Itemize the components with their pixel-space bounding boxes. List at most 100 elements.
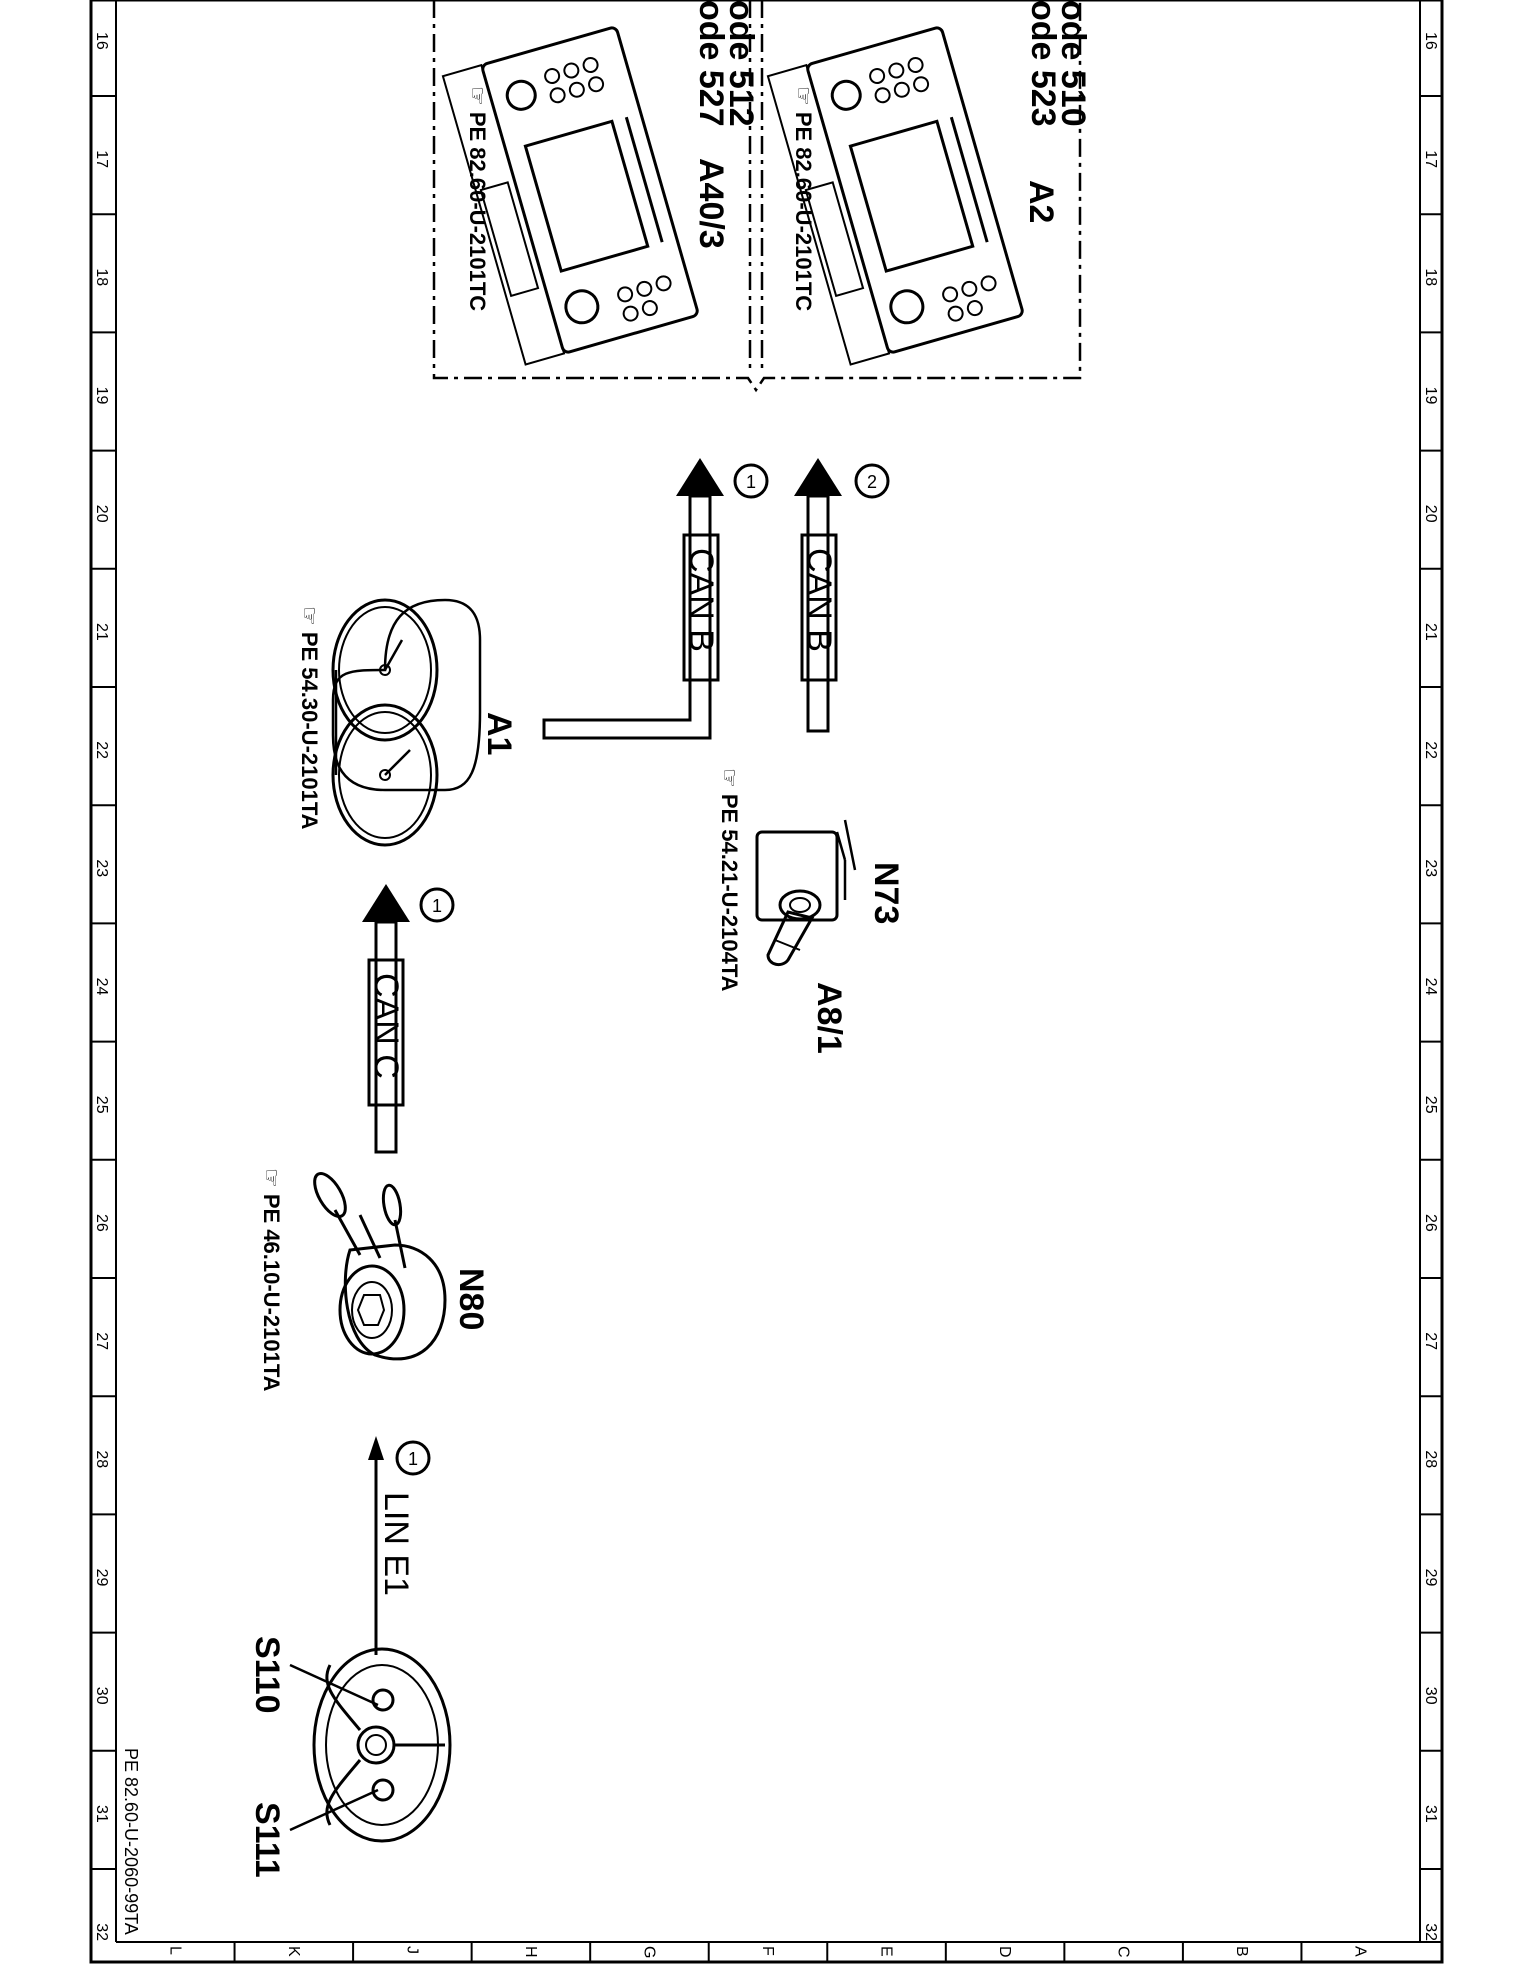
column-letter: G xyxy=(640,1946,657,1958)
row-number: 24 xyxy=(1422,978,1439,996)
steering-wheel: S110 S111 xyxy=(248,1636,452,1878)
a2-reference: ☞ PE 82.60-U-2101TC xyxy=(791,86,816,311)
row-number: 18 xyxy=(1422,268,1439,286)
row-number: 28 xyxy=(93,1450,110,1468)
a40-3-code-2: ode 527 xyxy=(692,0,730,127)
row-number: 23 xyxy=(1422,859,1439,877)
row-number: 31 xyxy=(93,1805,110,1823)
a2-label: A2 xyxy=(1022,180,1060,223)
row-number: 18 xyxy=(93,268,110,286)
row-number: 20 xyxy=(93,505,110,523)
row-number: 17 xyxy=(1422,150,1439,168)
n80-steering-column-module: N80 ☞ PE 46.10-U-2101TA xyxy=(259,1168,490,1392)
a1-instrument-cluster: A1 ☞ PE 54.30-U-2101TA xyxy=(297,598,518,847)
lin-e1-label: LIN E1 xyxy=(377,1492,415,1596)
can-b-2-label: CAN B xyxy=(800,548,838,652)
a40-3-device-drawing xyxy=(441,26,699,366)
lin-e1-marker xyxy=(395,1440,431,1476)
row-number: 26 xyxy=(93,1214,110,1232)
can-c-marker-number: 1 xyxy=(432,896,442,916)
a40-3-label: A40/3 xyxy=(692,158,730,249)
can-b-bus-2: CAN B 2 xyxy=(794,458,890,733)
a1-reference: ☞ PE 54.30-U-2101TA xyxy=(297,606,322,830)
column-letter: J xyxy=(403,1946,420,1954)
can-b-1-arrow xyxy=(676,458,724,496)
a2-code-2: ode 523 xyxy=(1024,0,1062,127)
row-number: 25 xyxy=(93,1096,110,1114)
column-letter: L xyxy=(166,1946,183,1955)
row-number: 28 xyxy=(1422,1450,1439,1468)
can-b-1-marker-number: 1 xyxy=(746,472,756,492)
column-letter: C xyxy=(1115,1946,1132,1958)
row-number: 26 xyxy=(1422,1214,1439,1232)
row-number: 20 xyxy=(1422,505,1439,523)
n80-reference: ☞ PE 46.10-U-2101TA xyxy=(259,1168,284,1392)
can-b-1-marker xyxy=(733,463,769,499)
row-number: 19 xyxy=(93,387,110,405)
lin-e1-arrow xyxy=(368,1436,384,1460)
can-b-2-arrow xyxy=(794,458,842,496)
can-b-bus-1: CAN B 1 xyxy=(542,458,769,740)
a40-3-code-1: ode 512 xyxy=(722,0,760,127)
n73-reference: ☞ PE 54.21-U-2104TA xyxy=(717,768,742,992)
can-b-2-marker xyxy=(854,463,890,499)
row-number: 27 xyxy=(93,1332,110,1350)
row-number: 21 xyxy=(1422,623,1439,641)
column-letter: H xyxy=(522,1946,539,1958)
row-number: 31 xyxy=(1422,1805,1439,1823)
row-number: 23 xyxy=(93,859,110,877)
lin-e1-marker-number: 1 xyxy=(408,1449,418,1469)
can-b-1-label: CAN B xyxy=(682,548,720,652)
a1-label: A1 xyxy=(480,712,518,755)
n80-label: N80 xyxy=(452,1268,490,1330)
a2-code-1: ode 510 xyxy=(1054,0,1092,127)
a2-device-drawing xyxy=(766,26,1024,366)
can-c-label-box xyxy=(367,958,405,1107)
s110-button xyxy=(371,1688,395,1712)
row-number: 16 xyxy=(93,32,110,50)
column-letter: E xyxy=(878,1946,895,1957)
row-number: 30 xyxy=(93,1687,110,1705)
can-c-arrow xyxy=(362,884,410,922)
drawing-number: PE 82.60-U-2060-99TA xyxy=(121,1748,141,1935)
row-number: 29 xyxy=(1422,1569,1439,1587)
row-number: 17 xyxy=(93,150,110,168)
n73-ignition-switch: N73 A8/1 ☞ PE 54.21-U-2104TA xyxy=(717,768,905,1054)
row-number: 29 xyxy=(93,1569,110,1587)
row-number: 19 xyxy=(1422,387,1439,405)
column-letter: D xyxy=(996,1946,1013,1958)
column-letter: B xyxy=(1233,1946,1250,1957)
head-unit-group: ode 512 ode 527 A40/3 ☞ PE 82.60-U-2101T… xyxy=(432,0,1092,393)
lin-e1-bus: LIN E1 1 xyxy=(368,1436,431,1655)
n73-label: N73 xyxy=(867,862,905,924)
row-number: 16 xyxy=(1422,32,1439,50)
s111-button xyxy=(371,1778,395,1802)
s111-label: S111 xyxy=(248,1802,286,1878)
drawing-frame xyxy=(89,0,1444,1964)
a40-3-reference: ☞ PE 82.60-U-2101TC xyxy=(465,86,490,311)
row-number: 30 xyxy=(1422,1687,1439,1705)
column-letter: F xyxy=(759,1946,776,1956)
row-number: 32 xyxy=(1422,1923,1439,1941)
can-b-2-marker-number: 2 xyxy=(867,472,877,492)
row-number: 32 xyxy=(93,1923,110,1941)
can-c-label: CAN C xyxy=(367,973,405,1079)
row-number: 22 xyxy=(93,741,110,759)
column-letter: A xyxy=(1352,1946,1369,1957)
row-number: 27 xyxy=(1422,1332,1439,1350)
s110-label: S110 xyxy=(248,1636,286,1714)
can-b-1-label-box xyxy=(682,533,720,682)
can-c-bus: CAN C 1 xyxy=(362,884,455,1154)
row-number: 24 xyxy=(93,978,110,996)
row-number: 21 xyxy=(93,623,110,641)
option-bracket xyxy=(432,0,1082,393)
a8-1-label: A8/1 xyxy=(810,982,848,1054)
row-number: 22 xyxy=(1422,741,1439,759)
can-c-marker xyxy=(419,887,455,923)
row-number: 25 xyxy=(1422,1096,1439,1114)
can-b-2-label-box xyxy=(800,533,838,682)
column-letter: K xyxy=(285,1946,302,1957)
